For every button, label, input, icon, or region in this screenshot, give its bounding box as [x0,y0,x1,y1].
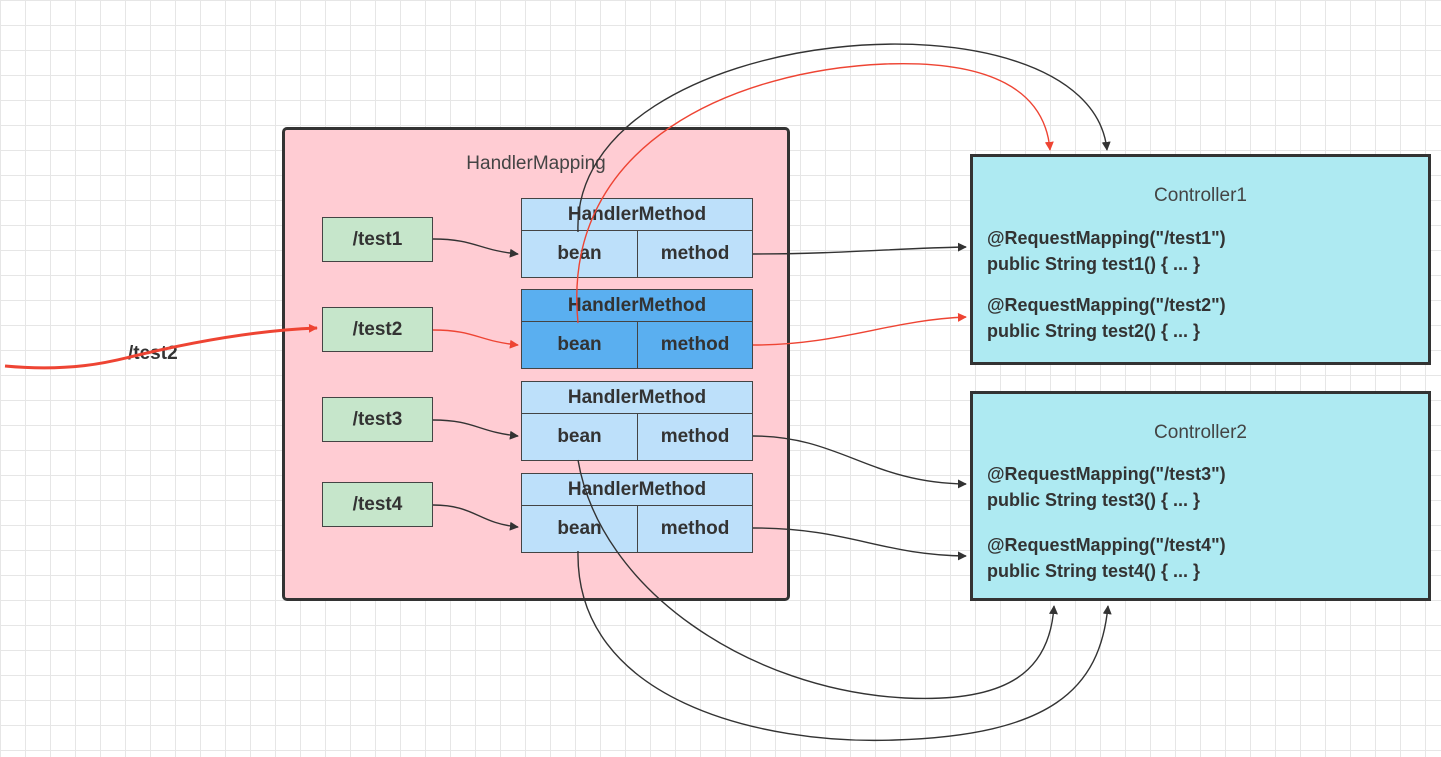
bean-to-controller2-arrow-test4 [577,550,1112,742]
bean-to-controller2-arrow-test3 [577,459,1058,700]
handler-method-title: HandlerMethod [522,474,752,506]
path-to-handler-arrow-test2 [432,329,519,349]
controller-title: Controller1 [1154,185,1247,206]
controller2-box[interactable]: Controller2 @RequestMapping("/test3") pu… [970,391,1431,601]
controller-method-test3: @RequestMapping("/test3") public String … [987,461,1226,513]
method-to-controller-arrow-test1 [752,242,967,255]
path-to-handler-arrow-test1 [432,238,519,258]
method-signature: public String test1() { ... } [987,254,1201,274]
handler-method-test3[interactable]: HandlerMethod bean method [521,381,753,461]
method-annotation: @RequestMapping("/test3") [987,464,1226,484]
path-box-test2[interactable]: /test2 [322,307,433,352]
handler-method-method: method [660,518,730,539]
method-to-controller-arrow-test3 [752,435,967,489]
method-signature: public String test4() { ... } [987,561,1201,581]
controller-method-test2: @RequestMapping("/test2") public String … [987,292,1226,344]
handler-method-bean: bean [522,506,638,552]
bean-to-controller1-arrow-test1 [577,43,1111,233]
method-to-controller-arrow-test2 [752,312,967,346]
handler-method-bean: bean [522,231,638,277]
method-to-controller-arrow-test4 [752,527,967,561]
handler-method-test2[interactable]: HandlerMethod bean method [521,289,753,369]
handler-method-title: HandlerMethod [522,290,752,322]
path-to-handler-arrow-test3 [432,419,519,440]
handler-method-bean: bean [522,414,638,460]
handler-method-title: HandlerMethod [522,382,752,414]
path-label: /test4 [352,493,403,515]
method-annotation: @RequestMapping("/test4") [987,535,1226,555]
path-box-test4[interactable]: /test4 [322,482,433,527]
handler-mapping-title: HandlerMapping [466,153,606,174]
bean-to-controller1-arrow-test2 [576,62,1054,324]
path-label: /test2 [352,318,403,340]
controller-title: Controller2 [1154,422,1247,443]
path-box-test1[interactable]: /test1 [322,217,433,262]
handler-method-title: HandlerMethod [522,199,752,231]
request-arrow [4,323,318,370]
method-signature: public String test2() { ... } [987,321,1201,341]
handler-method-bean: bean [522,322,638,368]
handler-method-method: method [660,334,730,355]
handler-method-test4[interactable]: HandlerMethod bean method [521,473,753,553]
path-to-handler-arrow-test4 [432,504,519,531]
path-label: /test1 [352,228,403,250]
method-signature: public String test3() { ... } [987,490,1201,510]
controller1-box[interactable]: Controller1 @RequestMapping("/test1") pu… [970,154,1431,365]
path-box-test3[interactable]: /test3 [322,397,433,442]
method-annotation: @RequestMapping("/test2") [987,295,1226,315]
path-label: /test3 [352,408,403,430]
controller-method-test1: @RequestMapping("/test1") public String … [987,225,1226,277]
handler-method-method: method [660,243,730,264]
handler-method-method: method [660,426,730,447]
handler-method-test1[interactable]: HandlerMethod bean method [521,198,753,278]
controller-method-test4: @RequestMapping("/test4") public String … [987,532,1226,584]
method-annotation: @RequestMapping("/test1") [987,228,1226,248]
